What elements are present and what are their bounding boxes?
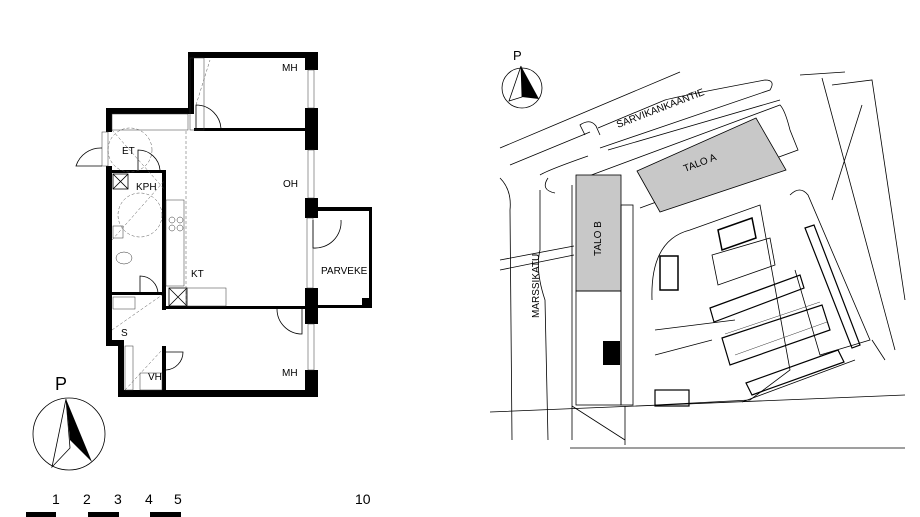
building-talo-a [636, 117, 787, 213]
building-label-talo-b: TALO B [593, 221, 604, 256]
compass-label: P [513, 48, 522, 63]
windows [101, 69, 315, 371]
scale-bar: 1 2 3 4 5 10 [26, 491, 371, 517]
room-label-mh: MH [282, 63, 298, 74]
room-label-kt: KT [191, 269, 204, 280]
north-arrow-icon: P [32, 374, 106, 471]
scale-tick: 1 [52, 491, 60, 507]
room-label-mh: MH [282, 368, 298, 379]
room-label-oh: OH [283, 179, 298, 190]
room-label-et: ET [122, 146, 135, 157]
compass-label: P [55, 374, 67, 394]
north-arrow-icon: P [501, 48, 543, 109]
room-label-vh: VH [148, 372, 162, 383]
roads [489, 71, 906, 449]
scale-tick: 5 [174, 491, 182, 507]
fixtures [107, 57, 227, 391]
scale-tick: 4 [145, 491, 153, 507]
doors [75, 104, 342, 371]
scale-tick: 10 [355, 491, 371, 507]
street-label-marssikatu: MARSSIKATU [531, 254, 542, 318]
site-plan: P [489, 48, 906, 449]
room-label-s: S [121, 328, 128, 339]
floor-plan-walls [106, 52, 372, 397]
site-structures [575, 204, 861, 407]
floor-plan: MH ET KPH OH KT PARVEKE S VH MH [75, 52, 372, 397]
room-label-parveke: PARVEKE [321, 266, 368, 277]
scale-tick: 3 [114, 491, 122, 507]
scale-tick: 2 [83, 491, 91, 507]
room-label-kph: KPH [136, 182, 157, 193]
